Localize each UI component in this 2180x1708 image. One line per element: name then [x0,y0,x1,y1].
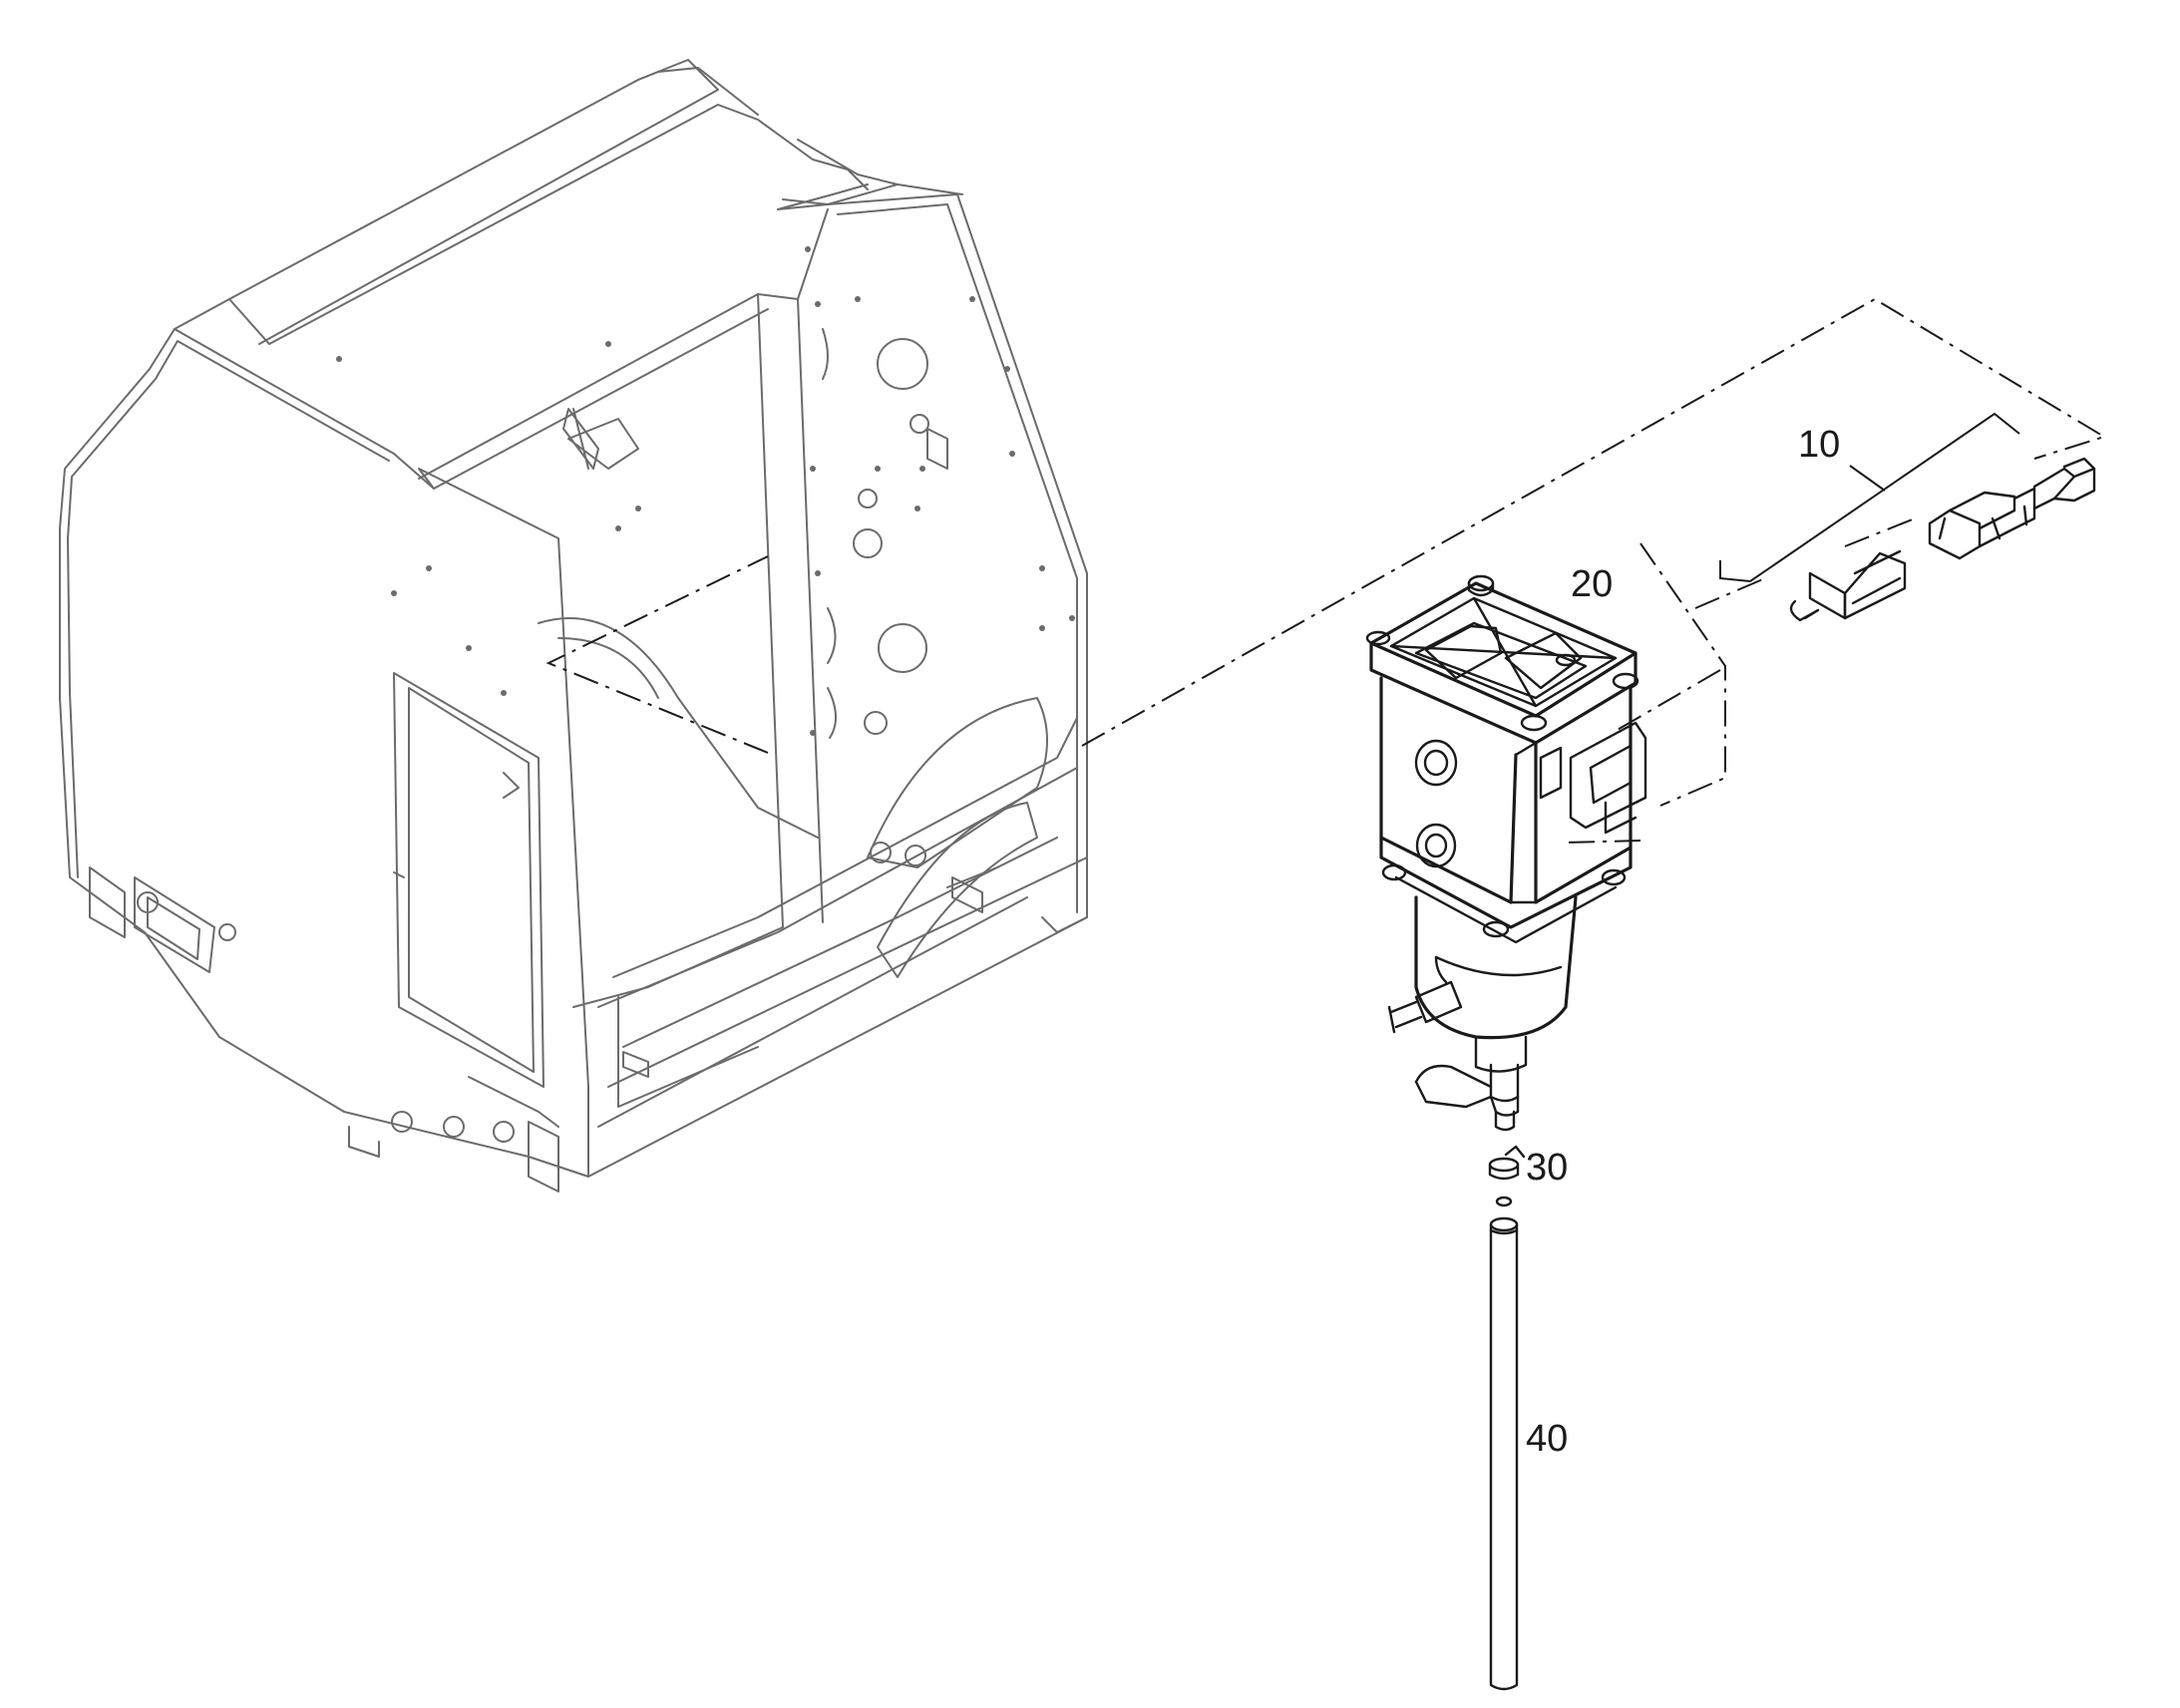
swivel-nut-fitting [1789,549,1907,622]
callout-part-40: 40 [1526,1418,1568,1460]
chassis-frame [59,59,1088,1193]
fitting-assembly-part-10 [1719,412,2096,622]
callout-part-10: 10 [1798,424,1840,466]
callout-part-20: 20 [1571,563,1613,605]
quick-coupler [1928,457,2096,560]
hose-clamp-part-30 [1488,1145,1526,1207]
hose-part-40 [1489,1216,1519,1691]
fuel-filter-housing-part-20 [1365,574,1647,1132]
assembly-center-lines [545,297,2107,844]
callout-part-30: 30 [1526,1147,1568,1189]
